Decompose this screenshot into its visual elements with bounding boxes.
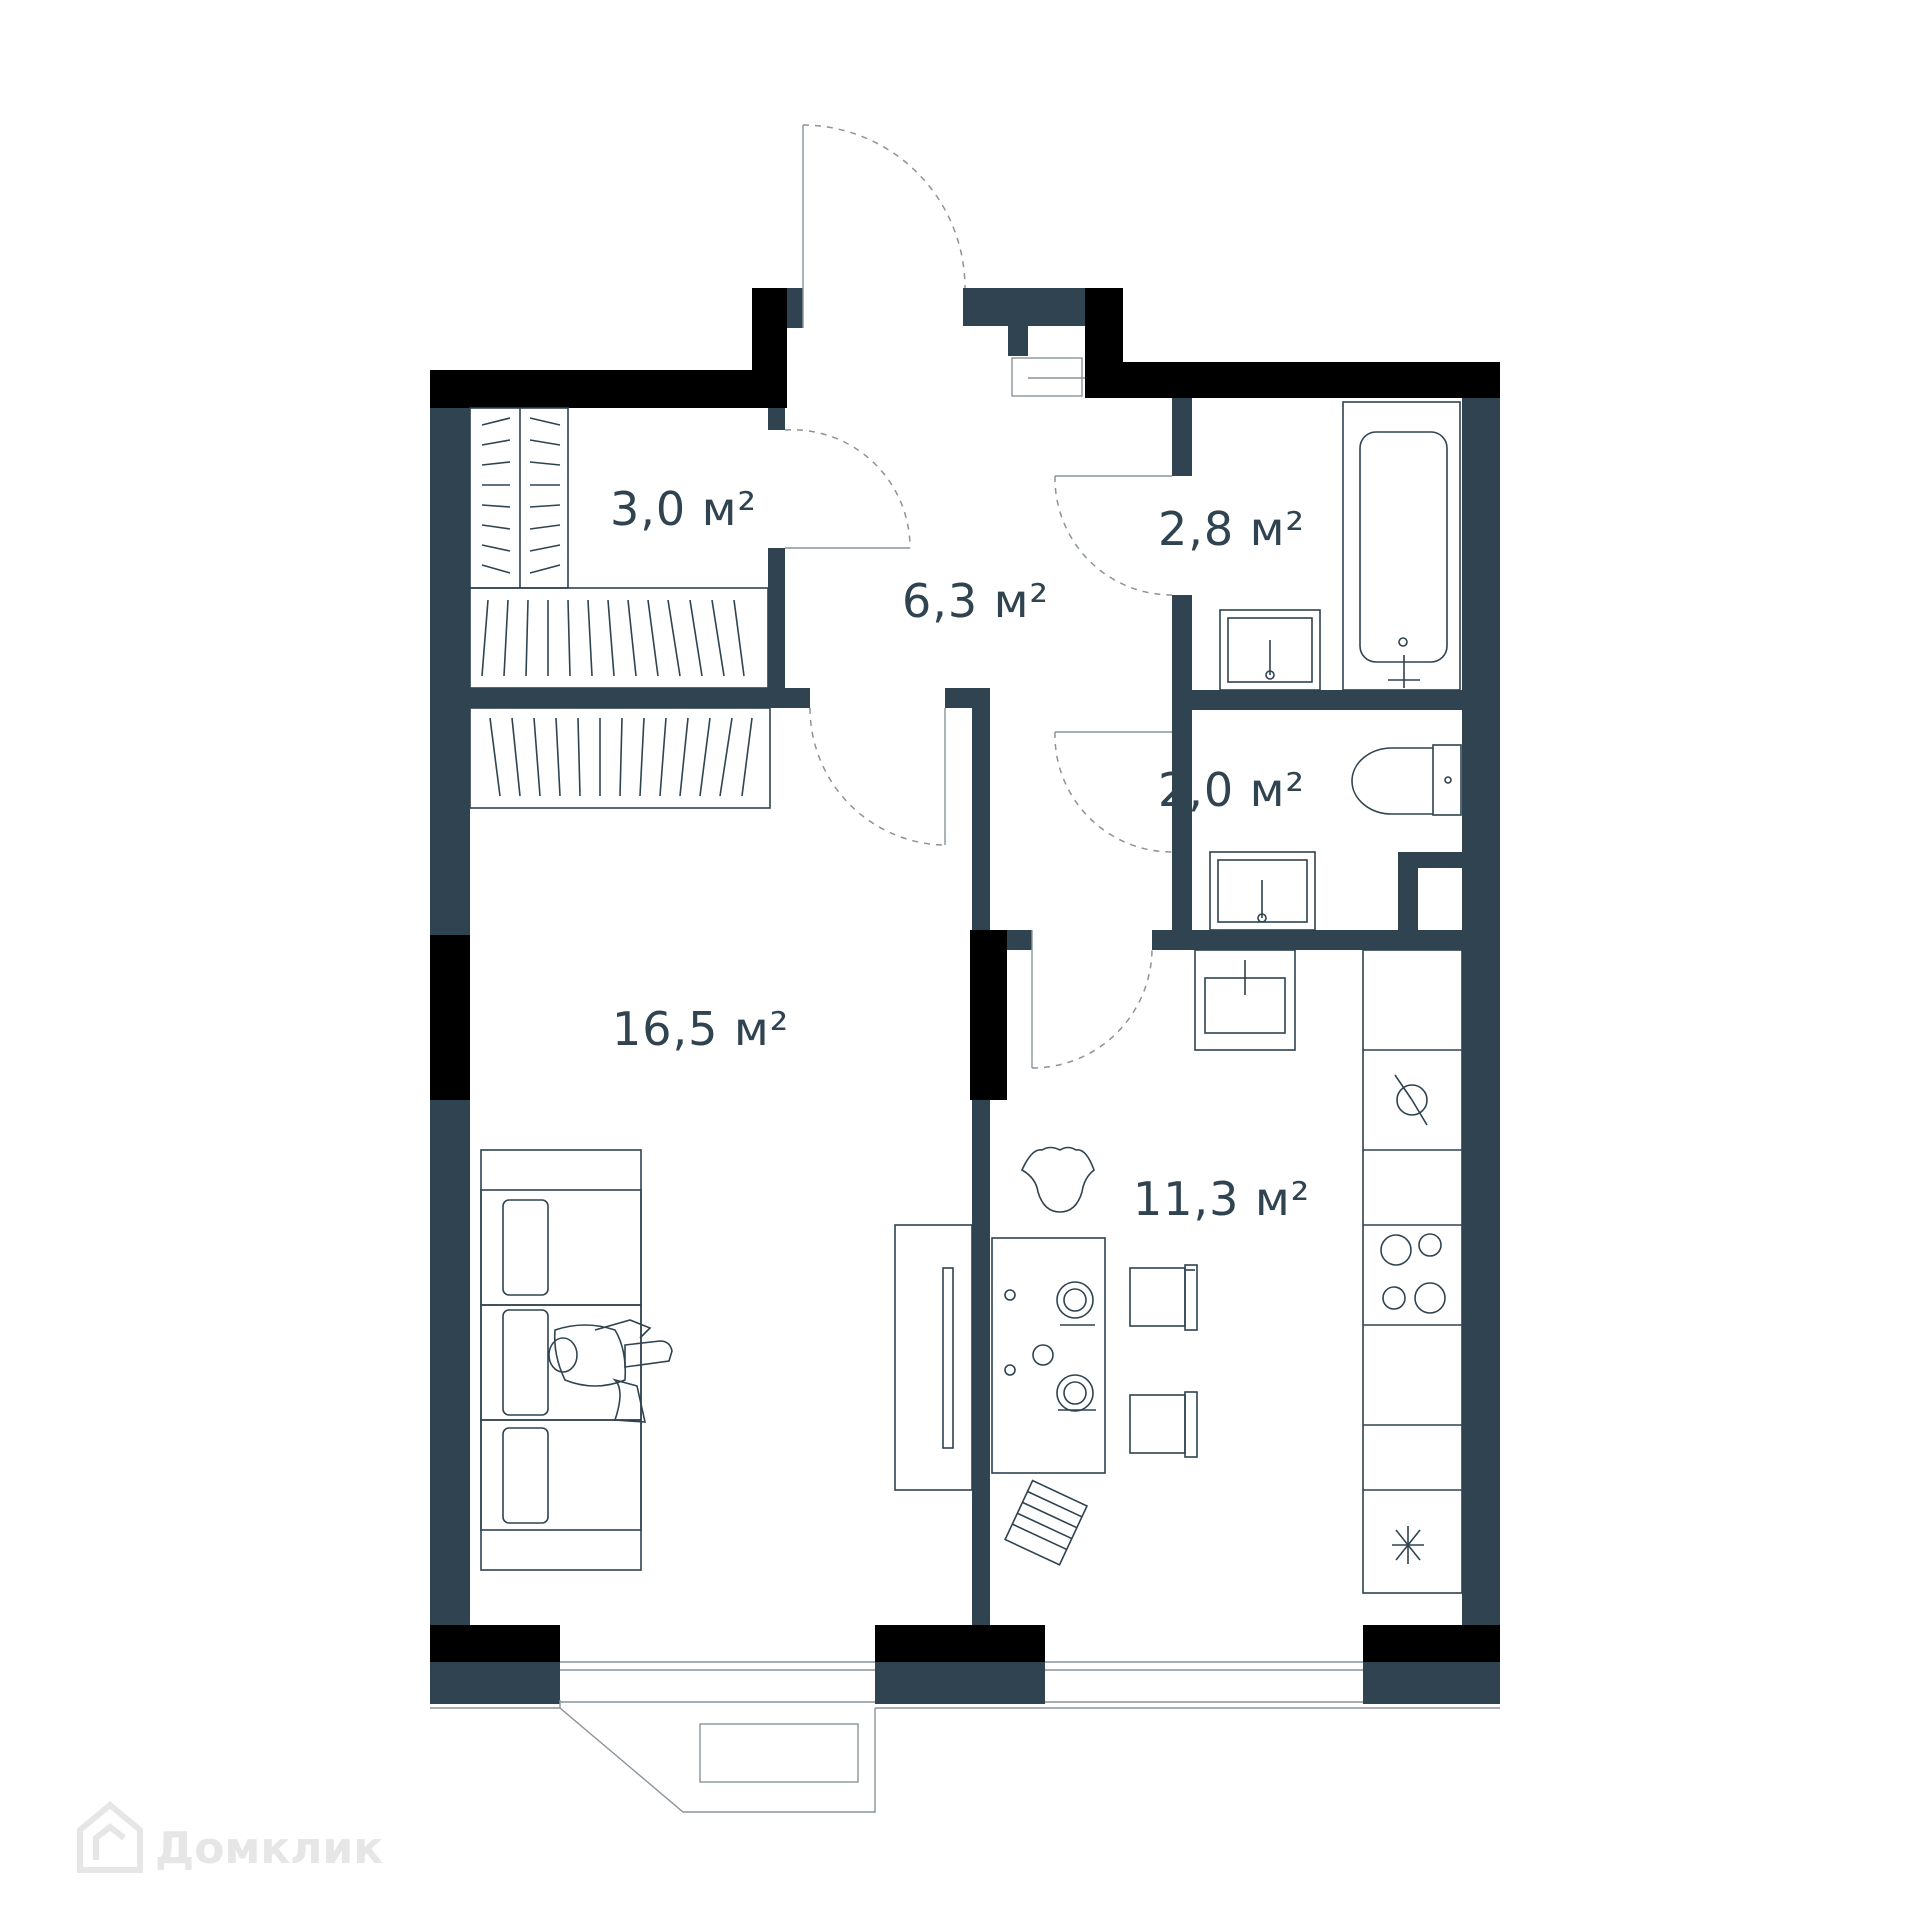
room-area-kitchen: 11,3 м² (1133, 1172, 1310, 1226)
fridge-icon (1392, 1526, 1424, 1564)
room-labels: 3,0 м² 6,3 м² 2,8 м² 2,0 м² 16,5 м² 11,3… (610, 482, 1310, 1226)
watermark-text: Домклик (155, 1823, 383, 1874)
dining-table (991, 1237, 1106, 1474)
walls (430, 288, 1500, 1704)
toilet-bowl (1351, 744, 1462, 816)
windows (430, 357, 1500, 1709)
room-area-bathroom: 2,8 м² (1158, 502, 1305, 556)
person-icon (548, 1319, 673, 1423)
stove (1380, 1233, 1446, 1314)
washing-machine-icon (1394, 1074, 1428, 1126)
room-area-living: 16,5 м² (612, 1002, 789, 1056)
doors (784, 124, 1173, 1069)
tv-stand (894, 1224, 973, 1491)
wardrobe-shelves (469, 407, 771, 809)
toilet-sink (1209, 851, 1316, 931)
room-area-toilet: 2,0 м² (1158, 763, 1305, 817)
dining-chairs (1004, 1146, 1198, 1566)
balcony (559, 1700, 876, 1813)
watermark: Домклик (77, 1801, 383, 1874)
sofa (480, 1149, 642, 1571)
bathroom-sink (1219, 609, 1321, 691)
house-logo-icon (77, 1801, 143, 1873)
kitchen-counter (1194, 949, 1463, 1594)
room-area-hallway: 6,3 м² (902, 574, 1049, 628)
room-area-wardrobe: 3,0 м² (610, 482, 757, 536)
bathtub (1342, 401, 1461, 691)
